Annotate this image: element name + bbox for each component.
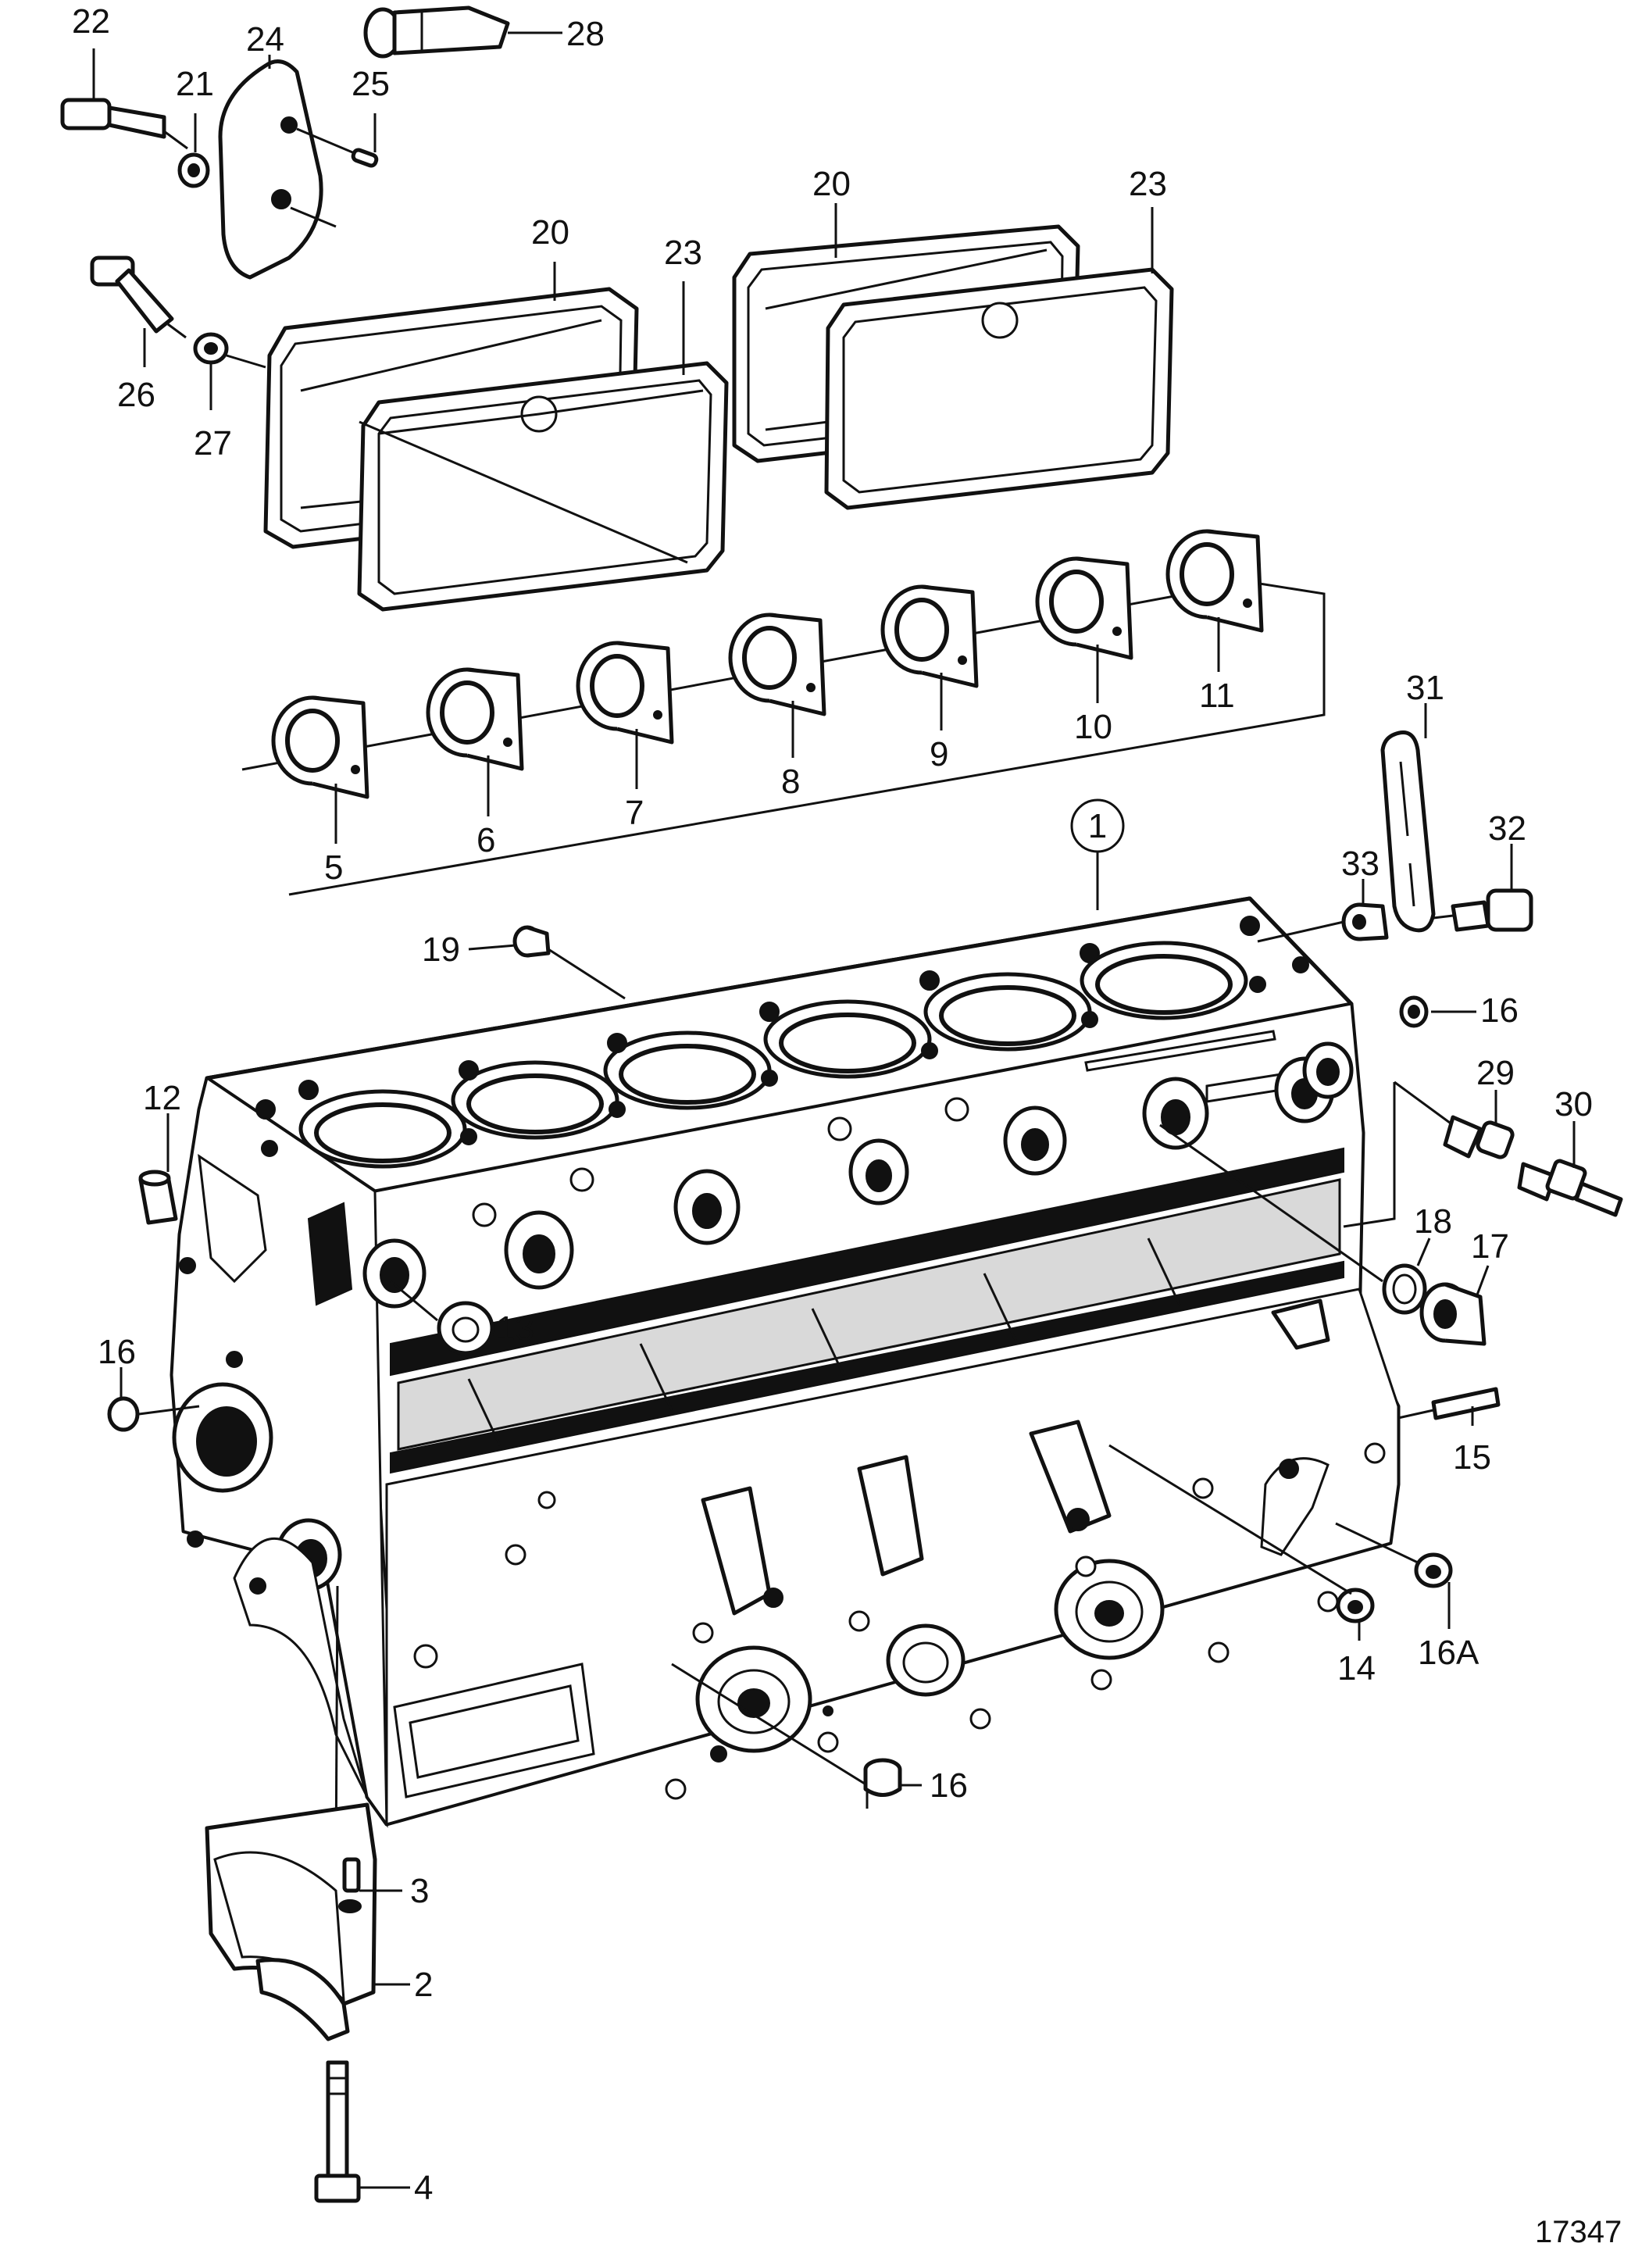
part-8-bearing: [728, 613, 826, 716]
callout-11-label: 11: [1199, 677, 1235, 715]
part-19-plug: [512, 925, 626, 1000]
part-22-bolt: [60, 98, 188, 150]
part-9-bearing: [880, 584, 979, 688]
part-18-washer: [1382, 1263, 1427, 1315]
callout-23-right-label: 23: [1129, 165, 1167, 203]
leader-17-18: [1159, 1123, 1383, 1283]
part-24-cover-plate: [218, 59, 337, 280]
part-16-plug-top: [1399, 995, 1429, 1028]
part-5-bearing: [271, 695, 369, 799]
part-14-plug: [1108, 1444, 1375, 1623]
callout-8-label: 8: [781, 763, 800, 801]
callout-labels: 22 21 24 25 28 26 27 20 23 20 23 5 6 7 8…: [72, 2, 1593, 2207]
callout-17-label: 17: [1471, 1227, 1509, 1266]
callout-6-label: 6: [476, 821, 495, 859]
callout-5-label: 5: [324, 848, 343, 887]
callout-32-label: 32: [1488, 809, 1526, 848]
callout-29-label: 29: [1476, 1054, 1515, 1092]
callout-31-label: 31: [1406, 669, 1444, 707]
part-26-bolt: [90, 255, 187, 339]
callout-21-label: 21: [176, 65, 214, 103]
part-12-dowel: [138, 1170, 178, 1225]
callout-33-label: 33: [1341, 845, 1380, 883]
side-bosses: [362, 1041, 1354, 1309]
deck-holes: [255, 916, 1309, 1157]
callout-12-label: 12: [143, 1079, 181, 1117]
callout-20-left-label: 20: [531, 213, 569, 252]
callout-leaders: [92, 31, 1576, 2189]
callout-26-label: 26: [117, 376, 155, 414]
part-15-dowel: [1397, 1387, 1501, 1420]
part-7-bearing: [576, 641, 674, 745]
callout-2-label: 2: [414, 1966, 433, 2004]
part-16-plug-left: [107, 1396, 200, 1432]
part-21-washer: [177, 152, 210, 188]
callout-15-label: 15: [1453, 1438, 1491, 1477]
part-13-plug: [390, 1280, 494, 1355]
lower-holes: [413, 1442, 1386, 1800]
callout-19-label: 19: [422, 930, 460, 969]
callout-20-right-label: 20: [812, 165, 851, 203]
part-2-bearing-cap: [205, 1802, 377, 2041]
part-4-bolt: [314, 2060, 361, 2203]
callout-13-label: 13: [496, 1309, 534, 1348]
callout-16-top-label: 16: [1480, 991, 1519, 1030]
part-11-bearing: [1165, 529, 1264, 633]
callout-23-left-label: 23: [664, 234, 702, 272]
callout-1: 1: [1070, 798, 1125, 910]
part-23-gasket-right: [824, 267, 1174, 510]
part-16-plug-bottom: [671, 1663, 902, 1809]
part-3-dowel: [342, 1857, 361, 1893]
callout-24-label: 24: [246, 20, 284, 59]
part-6-bearing: [426, 667, 524, 771]
callout-16-left-label: 16: [98, 1333, 136, 1371]
callout-16-bottom-label: 16: [930, 1766, 968, 1805]
part-27-washer: [193, 332, 266, 369]
callout-28-label: 28: [566, 15, 605, 53]
callout-9-label: 9: [930, 735, 948, 773]
callout-14-label: 14: [1337, 1649, 1376, 1688]
callout-27-label: 27: [194, 424, 232, 463]
part-10-bearing: [1035, 556, 1133, 660]
callout-16A-label: 16A: [1418, 1634, 1479, 1672]
part-1-engine-block: [170, 896, 1401, 1828]
figure-number: 17347: [1535, 2215, 1622, 2249]
callout-4-label: 4: [414, 2169, 433, 2207]
part-28-tube: [363, 5, 510, 59]
part-30-fitting: [1517, 1159, 1623, 1217]
part-32-bolt: [1433, 888, 1533, 932]
callout-10-label: 10: [1074, 708, 1112, 746]
bearings-group: [241, 529, 1326, 896]
part-23-gasket-left: [357, 361, 729, 612]
callout-18-label: 18: [1414, 1202, 1452, 1241]
part-29-adapter: [1343, 1080, 1515, 1228]
callout-1-label: 1: [1088, 807, 1107, 845]
part-16A-plug: [1335, 1522, 1453, 1588]
part-33-spacer: [1257, 902, 1389, 943]
callout-30-label: 30: [1554, 1085, 1593, 1123]
callout-22-label: 22: [72, 2, 110, 41]
callout-7-label: 7: [625, 794, 644, 832]
callout-3-label: 3: [410, 1872, 429, 1910]
part-17-plug: [1419, 1282, 1487, 1346]
part-31-bracket: [1380, 730, 1436, 933]
callout-25-label: 25: [352, 65, 390, 103]
part-25-pin: [296, 127, 379, 168]
